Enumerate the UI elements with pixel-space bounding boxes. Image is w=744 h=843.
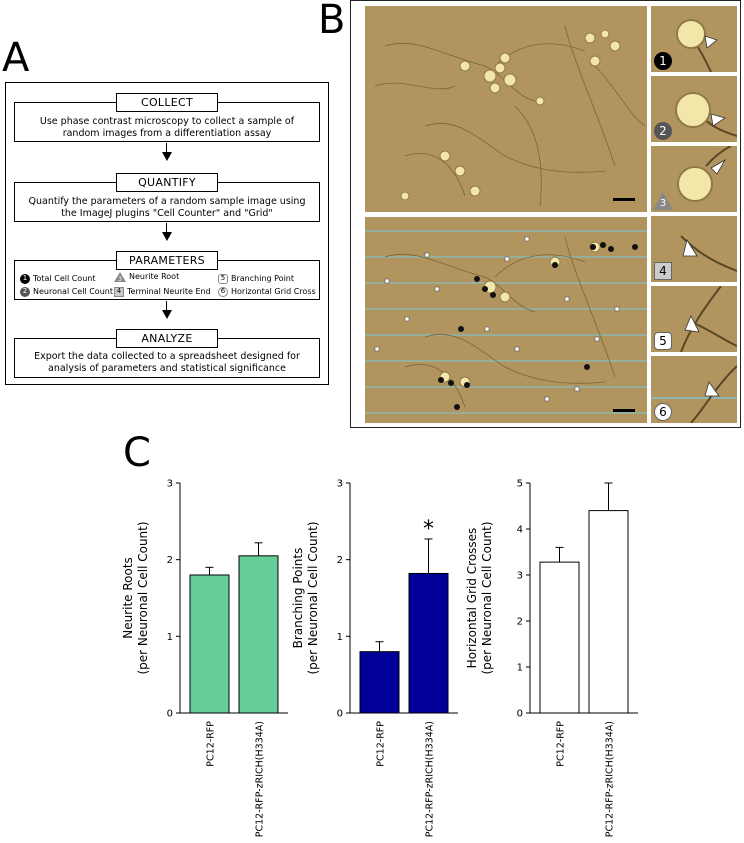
bar bbox=[588, 510, 629, 714]
panel-label-b: B bbox=[318, 0, 346, 43]
inset-5-marker: 5 bbox=[654, 332, 672, 350]
quantify-desc-1: Quantify the parameters of a random samp… bbox=[28, 196, 306, 207]
marker-1-icon: 1 bbox=[20, 273, 30, 284]
y-tick-label: 3 bbox=[167, 479, 173, 490]
arrow-down-icon bbox=[162, 232, 172, 241]
y-tick-label: 0 bbox=[517, 709, 523, 720]
micrograph-raw bbox=[365, 6, 647, 212]
inset-3: 3 bbox=[651, 146, 737, 212]
triangle-marker-icon: 3 bbox=[114, 271, 126, 283]
param-total-cell-count: 1 Total Cell Count bbox=[20, 273, 95, 284]
marker-2-icon: 2 bbox=[20, 286, 30, 297]
inset-1-marker: 1 bbox=[654, 52, 672, 70]
parameters-label: PARAMETERS bbox=[116, 251, 218, 270]
y-tick-label: 0 bbox=[167, 709, 173, 720]
bar bbox=[189, 574, 230, 714]
collect-label: COLLECT bbox=[116, 93, 218, 112]
y-tick-label: 0 bbox=[337, 709, 343, 720]
y-tick-label: 2 bbox=[167, 555, 173, 566]
significance-marker: * bbox=[423, 517, 434, 542]
inset-6-marker: 6 bbox=[654, 403, 672, 421]
param-horizontal-grid-cross: 6 Horizontal Grid Cross bbox=[218, 286, 316, 297]
inset-2-marker: 2 bbox=[654, 122, 672, 140]
inset-6: 6 bbox=[651, 356, 737, 423]
y-tick-label: 3 bbox=[337, 479, 343, 490]
arrow-shaft bbox=[166, 143, 167, 153]
category-label: PC12-RFP bbox=[206, 721, 217, 767]
category-label: PC12-RFP bbox=[376, 721, 387, 767]
marker-6-icon: 6 bbox=[218, 286, 228, 297]
y-axis-label: (per Neuronal Cell Count) bbox=[136, 521, 150, 674]
y-tick-label: 2 bbox=[337, 555, 343, 566]
inset-1: 1 bbox=[651, 6, 737, 72]
analyze-desc-2: analysis of parameters and statistical s… bbox=[48, 363, 286, 374]
category-label: PC12-RFP-zRICH(H334A) bbox=[605, 721, 616, 837]
y-axis-label: (per Neuronal Cell Count) bbox=[306, 521, 320, 674]
y-tick-label: 5 bbox=[517, 479, 523, 490]
panel-label-a: A bbox=[2, 35, 30, 81]
collect-desc-1: Use phase contrast microscopy to collect… bbox=[39, 116, 295, 127]
micrograph-panel: 1 2 3 4 5 6 bbox=[350, 0, 741, 428]
inset-5: 5 bbox=[651, 286, 737, 352]
marker-5-icon: 5 bbox=[218, 273, 228, 284]
quantify-desc-2: the ImageJ plugins "Cell Counter" and "G… bbox=[61, 208, 273, 219]
bar bbox=[238, 555, 279, 714]
inset-4-marker: 4 bbox=[654, 262, 672, 280]
param-branching-point: 5 Branching Point bbox=[218, 273, 294, 284]
param-neuronal-cell-count: 2 Neuronal Cell Count bbox=[20, 286, 113, 297]
analyze-label: ANALYZE bbox=[116, 329, 218, 348]
category-label: PC12-RFP-zRICH(H334A) bbox=[425, 721, 436, 837]
arrow-down-icon bbox=[162, 152, 172, 161]
bar bbox=[539, 561, 580, 714]
workflow-flowchart: COLLECT Use phase contrast microscopy to… bbox=[5, 82, 329, 385]
param-neurite-root: 3 Neurite Root bbox=[114, 271, 179, 283]
bar bbox=[359, 651, 400, 714]
y-tick-label: 3 bbox=[517, 571, 523, 582]
y-tick-label: 1 bbox=[337, 632, 343, 643]
marker-4-icon: 4 bbox=[114, 286, 124, 297]
analyze-desc-1: Export the data collected to a spreadshe… bbox=[34, 351, 300, 362]
y-tick-label: 2 bbox=[517, 617, 523, 628]
category-label: PC12-RFP bbox=[556, 721, 567, 767]
y-axis-label: Horizontal Grid Crosses bbox=[465, 528, 479, 669]
y-tick-label: 1 bbox=[517, 663, 523, 674]
collect-desc-2: random images from a differentiation ass… bbox=[62, 128, 272, 139]
y-axis-label: Branching Points bbox=[291, 548, 305, 649]
param-terminal-neurite-end: 4 Terminal Neurite End bbox=[114, 286, 211, 297]
quantify-label: QUANTIFY bbox=[116, 173, 218, 192]
panel-label-c: C bbox=[123, 430, 151, 476]
inset-3-marker: 3 bbox=[659, 197, 667, 209]
arrow-down-icon bbox=[162, 310, 172, 319]
micrograph-annotated bbox=[365, 217, 647, 423]
y-tick-label: 4 bbox=[517, 525, 523, 536]
y-axis-label: Neurite Roots bbox=[121, 557, 135, 639]
arrow-shaft bbox=[166, 301, 167, 311]
bar bbox=[408, 572, 449, 714]
arrow-shaft bbox=[166, 223, 167, 233]
y-axis-label: (per Neuronal Cell Count) bbox=[480, 521, 494, 674]
inset-4: 4 bbox=[651, 216, 737, 282]
y-tick-label: 1 bbox=[167, 632, 173, 643]
inset-2: 2 bbox=[651, 76, 737, 142]
category-label: PC12-RFP-zRICH(H334A) bbox=[255, 721, 266, 837]
